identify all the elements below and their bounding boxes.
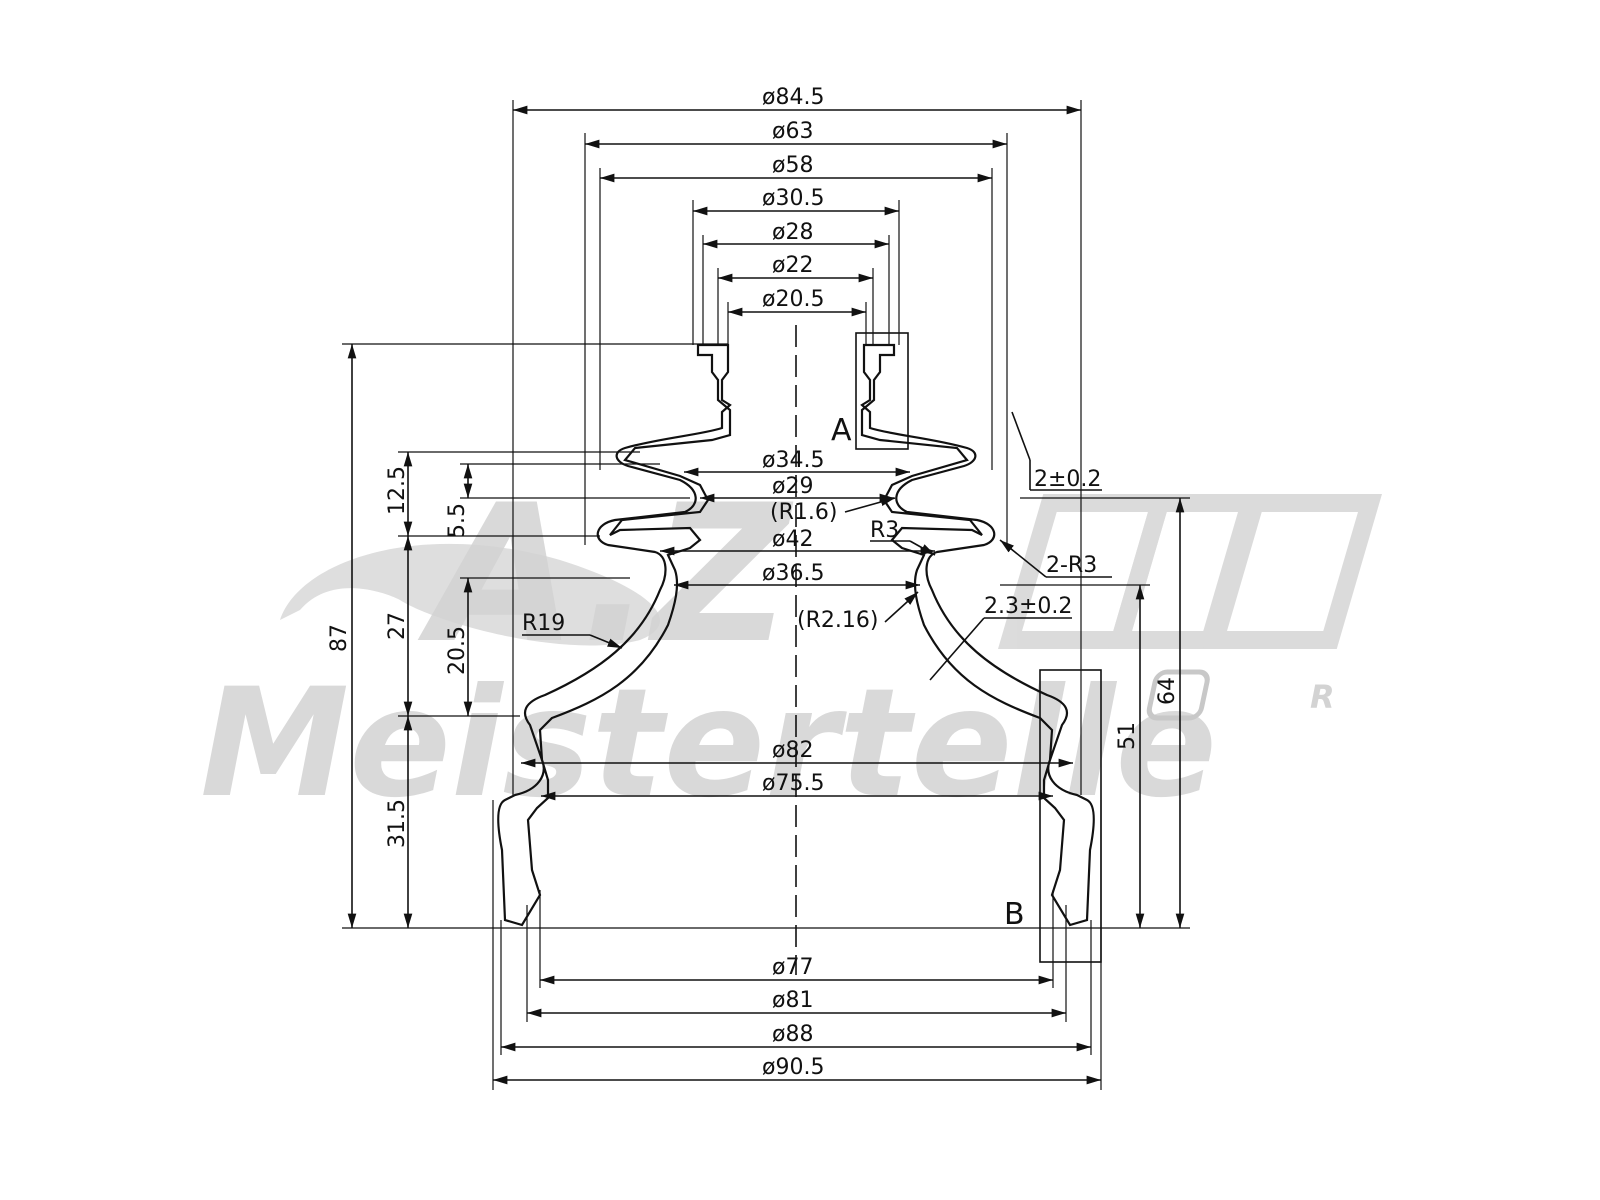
dim-d28: ø28	[772, 220, 813, 245]
dim-d22: ø22	[772, 253, 813, 278]
mid-diameter-dims: ø34.5 ø29 (R1.6) ø42 ø36.5 (R2.16) ø82 ø…	[521, 448, 1073, 801]
callout-r3: R3	[870, 518, 899, 543]
dim-d82: ø82	[772, 738, 813, 763]
top-diameter-dims: ø84.5 ø63 ø58 ø30.5 ø28 ø22 ø20.5	[513, 85, 1081, 317]
dim-h12-5: 12.5	[385, 466, 410, 515]
right-height-dims: 64 51	[1115, 498, 1185, 928]
dim-d36-5: ø36.5	[762, 561, 824, 586]
dim-d20-5: ø20.5	[762, 287, 824, 312]
left-height-dims: 87 12.5 27 31.5 5.5 20.5	[327, 344, 473, 928]
dim-d29: ø29	[772, 474, 813, 499]
watermark-stripes	[997, 494, 1383, 649]
dim-d75-5: ø75.5	[762, 771, 824, 796]
dim-d34-5: ø34.5	[762, 448, 824, 473]
dim-d58: ø58	[772, 153, 813, 178]
callout-2-r3: 2-R3	[1046, 553, 1097, 578]
callout-r19: R19	[522, 611, 565, 636]
detail-box-a	[855, 332, 909, 450]
dim-h51: 51	[1115, 722, 1140, 750]
dim-h31-5: 31.5	[385, 799, 410, 848]
horizontal-extension-lines	[342, 343, 1190, 929]
dim-h64: 64	[1155, 677, 1180, 705]
callout-thickness-mid: 2.3±0.2	[984, 594, 1072, 619]
dim-h20-5: 20.5	[445, 626, 470, 675]
dim-d63: ø63	[772, 119, 813, 144]
callout-thickness-top: 2±0.2	[1034, 467, 1101, 492]
dim-r2-16: (R2.16)	[797, 608, 878, 633]
callouts: 2±0.2 R3 2-R3 2.3±0.2 R19	[522, 411, 1112, 681]
dim-d81: ø81	[772, 988, 813, 1013]
watermark-brand-a: A.Z	[417, 464, 794, 685]
dim-d30-5: ø30.5	[762, 186, 824, 211]
detail-label-a: A	[831, 413, 852, 448]
dim-h27: 27	[385, 612, 410, 640]
watermark: A.Z Meistertelle R	[200, 464, 1383, 831]
dim-h87: 87	[327, 624, 352, 652]
svg-text:R: R	[1310, 678, 1335, 716]
detail-label-b: B	[1004, 897, 1025, 932]
bottom-diameter-dims: ø77 ø81 ø88 ø90.5	[493, 955, 1101, 1085]
dim-r1-6: (R1.6)	[770, 500, 837, 525]
dim-d77: ø77	[772, 955, 813, 980]
dim-d88: ø88	[772, 1022, 813, 1047]
detail-box-b	[1039, 669, 1102, 963]
dim-d90-5: ø90.5	[762, 1055, 824, 1080]
boot-wall-left	[497, 343, 732, 927]
dim-d84-5: ø84.5	[762, 85, 824, 110]
dim-d42: ø42	[772, 527, 813, 552]
dim-h5-5: 5.5	[445, 503, 470, 538]
